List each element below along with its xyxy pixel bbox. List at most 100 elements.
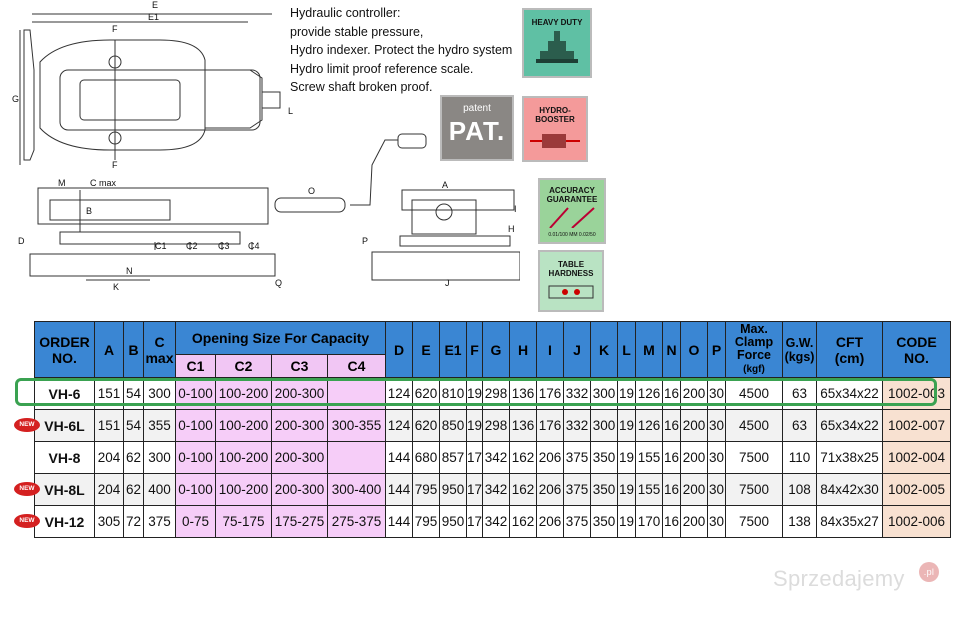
cell-e1: 950: [439, 473, 467, 506]
feature-line: Hydraulic controller:: [290, 6, 401, 20]
cell-code: 1002-007: [882, 409, 951, 442]
cell-c4: [327, 441, 386, 474]
cell-h: 162: [509, 505, 537, 538]
cell-b: 72: [123, 505, 144, 538]
cell-c2: 100-200: [215, 473, 272, 506]
cell-f: 17: [466, 505, 483, 538]
cell-c: 400: [143, 473, 176, 506]
feature-line: Hydro limit proof reference scale.: [290, 61, 474, 76]
accuracy-label-2: GUARANTEE: [546, 195, 598, 204]
watermark-text: Sprzedajemy: [773, 566, 905, 591]
gauge-lines-icon: [549, 207, 595, 229]
cell-gw: 63: [782, 409, 817, 442]
cell-clamp: 7500: [725, 473, 783, 506]
svg-text:O: O: [308, 186, 315, 196]
cell-b: 54: [123, 409, 144, 442]
cell-c3: 175-275: [271, 505, 328, 538]
cylinder-icon: [530, 134, 580, 148]
svg-text:C max: C max: [90, 178, 117, 188]
svg-text:H: H: [508, 224, 515, 234]
watermark-suffix: .pl: [919, 562, 939, 582]
col-c1: C1: [175, 354, 216, 378]
col-b: B: [123, 321, 144, 378]
col-c2: C2: [215, 354, 272, 378]
cell-p: 30: [707, 441, 726, 474]
cell-e: 680: [412, 441, 440, 474]
col-opening-size: Opening Size For Capacity: [175, 321, 386, 355]
cell-c2: 75-175: [215, 505, 272, 538]
cell-c3: 200-300: [271, 409, 328, 442]
cell-c: 300: [143, 441, 176, 474]
svg-text:P: P: [362, 236, 368, 246]
cell-f: 19: [466, 409, 483, 442]
cell-o: 200: [680, 505, 708, 538]
col-cft: CFT(cm): [816, 321, 883, 378]
svg-text:B: B: [86, 206, 92, 216]
svg-text:A: A: [442, 180, 448, 190]
cell-c2: 100-200: [215, 409, 272, 442]
cell-d: 124: [385, 409, 413, 442]
cell-d: 144: [385, 505, 413, 538]
cell-clamp: 7500: [725, 505, 783, 538]
cell-i: 206: [536, 473, 564, 506]
cell-p: 30: [707, 473, 726, 506]
cell-b: 62: [123, 441, 144, 474]
cell-a: 305: [94, 505, 124, 538]
cell-f: 17: [466, 473, 483, 506]
watermark: Sprzedajemy .pl: [773, 562, 939, 592]
svg-text:Q: Q: [275, 278, 282, 288]
cell-o: 200: [680, 441, 708, 474]
svg-text:C1: C1: [155, 241, 167, 251]
cell-a: 204: [94, 473, 124, 506]
new-badge: NEW: [14, 514, 40, 528]
accuracy-small-label: 0.01/100 MM 0.02/50: [548, 232, 596, 238]
cell-l: 19: [617, 409, 636, 442]
cell-c4: 275-375: [327, 505, 386, 538]
feature-line: provide stable pressure,: [290, 24, 424, 39]
svg-text:G: G: [12, 94, 19, 104]
feature-line: Screw shaft broken proof.: [290, 80, 433, 94]
cell-g: 298: [482, 409, 510, 442]
svg-text:L: L: [288, 106, 293, 116]
cell-l: 19: [617, 473, 636, 506]
cell-c2: 100-200: [215, 441, 272, 474]
cell-h: 162: [509, 473, 537, 506]
accuracy-guarantee-badge: ACCURACY GUARANTEE 0.01/100 MM 0.02/50: [538, 178, 606, 244]
cell-cft: 84x35x27: [816, 505, 883, 538]
svg-text:K: K: [113, 282, 119, 292]
cell-cft: 71x38x25: [816, 441, 883, 474]
cell-j: 375: [563, 505, 591, 538]
patent-badge: patent PAT.: [440, 95, 514, 161]
cell-e1: 850: [439, 409, 467, 442]
col-gw: G.W.(kgs): [782, 321, 817, 378]
vise-icon: [536, 31, 578, 63]
table-hardness-badge: TABLE HARDNESS: [538, 250, 604, 312]
technical-drawing: E E1 F F G L M C max B D C1 C2 C3 C4 N K…: [12, 0, 520, 292]
table-hardness-label-2: HARDNESS: [548, 269, 594, 278]
col-c3: C3: [271, 354, 328, 378]
cell-c3: 200-300: [271, 441, 328, 474]
cell-m: 155: [635, 441, 663, 474]
patent-small-label: patent: [463, 103, 491, 114]
cell-e: 620: [412, 409, 440, 442]
col-m: M: [635, 321, 663, 378]
cell-i: 176: [536, 409, 564, 442]
cell-i: 206: [536, 505, 564, 538]
col-e: E: [412, 321, 440, 378]
cell-o: 200: [680, 409, 708, 442]
svg-text:F: F: [112, 24, 118, 34]
cell-e1: 857: [439, 441, 467, 474]
feature-line: Hydro indexer. Protect the hydro system: [290, 43, 513, 57]
col-g: G: [482, 321, 510, 378]
col-h: H: [509, 321, 537, 378]
cell-p: 30: [707, 505, 726, 538]
cell-f: 17: [466, 441, 483, 474]
cell-g: 342: [482, 441, 510, 474]
cell-gw: 108: [782, 473, 817, 506]
svg-text:I: I: [514, 204, 517, 214]
